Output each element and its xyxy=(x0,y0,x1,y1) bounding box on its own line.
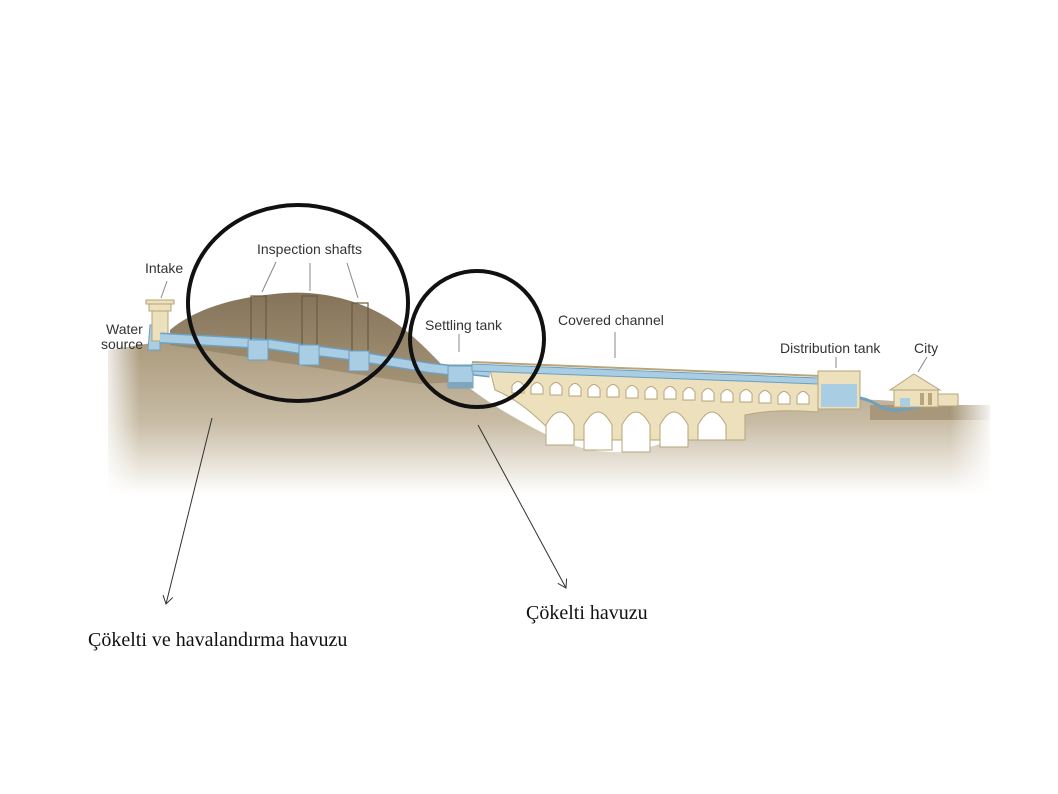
note-left: Çökelti ve havalandırma havuzu xyxy=(88,629,347,651)
label-covered-channel: Covered channel xyxy=(558,312,664,328)
highlight-circle-settling xyxy=(408,269,546,409)
label-distribution-tank: Distribution tank xyxy=(780,340,881,356)
city-building xyxy=(888,373,959,408)
label-inspection-shafts: Inspection shafts xyxy=(257,241,362,257)
note-right: Çökelti havuzu xyxy=(526,602,648,624)
shaft-2 xyxy=(298,295,320,366)
aqueduct-bridge xyxy=(471,361,821,453)
label-intake: Intake xyxy=(145,260,183,276)
label-water-source-line1: Water xyxy=(106,321,143,337)
label-city: City xyxy=(914,340,938,356)
shaft-3 xyxy=(348,302,370,372)
label-settling-tank: Settling tank xyxy=(425,317,503,333)
distribution-tank xyxy=(817,370,931,412)
lower-arches xyxy=(545,411,727,453)
shaft-1 xyxy=(247,295,269,361)
arrow-right xyxy=(477,424,568,589)
ground-main xyxy=(108,333,990,495)
leader-lines xyxy=(160,261,928,373)
inspection-shafts xyxy=(247,295,370,372)
label-water-source-line2: source xyxy=(101,336,143,352)
settling-tank xyxy=(447,365,474,389)
arrow-left xyxy=(162,417,213,605)
highlight-circle-shafts xyxy=(186,203,410,403)
upper-arches xyxy=(511,381,810,405)
